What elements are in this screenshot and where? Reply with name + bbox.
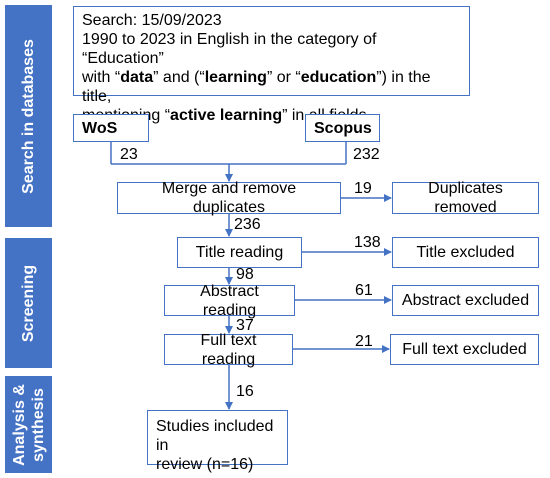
count-wos: 23 bbox=[120, 146, 138, 163]
count-after-abstract: 37 bbox=[236, 317, 254, 334]
phase-label-analysis-line2: synthesis bbox=[29, 387, 47, 462]
wos-box: WoS bbox=[73, 114, 149, 142]
count-after-merge: 236 bbox=[234, 216, 261, 233]
count-fulltext-excluded: 21 bbox=[355, 333, 373, 350]
studies-included-line2: review (n=16) bbox=[156, 456, 254, 473]
duplicates-removed-box: Duplicates removed bbox=[392, 180, 539, 216]
studies-included-line1: Studies included in bbox=[156, 418, 274, 454]
count-title-excluded: 138 bbox=[354, 234, 381, 251]
studies-included-box: Studies included in review (n=16) bbox=[147, 410, 288, 473]
search-scope: 1990 to 2023 in English in the category … bbox=[82, 31, 377, 67]
count-after-title: 98 bbox=[236, 266, 254, 283]
count-included: 16 bbox=[236, 383, 254, 400]
search-date: Search: 15/09/2023 bbox=[82, 12, 222, 29]
phase-label-search: Search in databases bbox=[20, 38, 37, 194]
phase-screening: Screening bbox=[5, 238, 52, 368]
phase-label-analysis: Analysis & synthesis bbox=[10, 384, 48, 466]
term-learning: learning bbox=[204, 69, 267, 86]
term-active-learning: active learning bbox=[170, 107, 283, 124]
title-excluded-box: Title excluded bbox=[392, 237, 539, 268]
merge-box: Merge and remove duplicates bbox=[117, 180, 341, 216]
count-abstract-excluded: 61 bbox=[355, 282, 373, 299]
scopus-box: Scopus bbox=[305, 114, 380, 142]
term-data: data bbox=[120, 69, 154, 86]
title-reading-box: Title reading bbox=[177, 237, 302, 268]
search-criteria-box: Search: 15/09/2023 1990 to 2023 in Engli… bbox=[73, 6, 470, 124]
phase-analysis-synthesis: Analysis & synthesis bbox=[5, 376, 52, 473]
abstract-reading-box: Abstract reading bbox=[164, 283, 295, 319]
phase-label-analysis-line1: Analysis & bbox=[10, 383, 28, 466]
phase-label-screening: Screening bbox=[20, 264, 38, 342]
term-education: education bbox=[300, 69, 377, 86]
fulltext-excluded-box: Full text excluded bbox=[390, 334, 539, 365]
fulltext-reading-box: Full text reading bbox=[164, 332, 293, 368]
abstract-excluded-box: Abstract excluded bbox=[392, 285, 539, 316]
phase-search-in-databases: Search in databases bbox=[5, 5, 52, 227]
search-title-terms: with “data” and (“learning” or “educatio… bbox=[82, 69, 431, 105]
count-duplicates: 19 bbox=[354, 180, 372, 197]
count-scopus: 232 bbox=[353, 146, 380, 163]
